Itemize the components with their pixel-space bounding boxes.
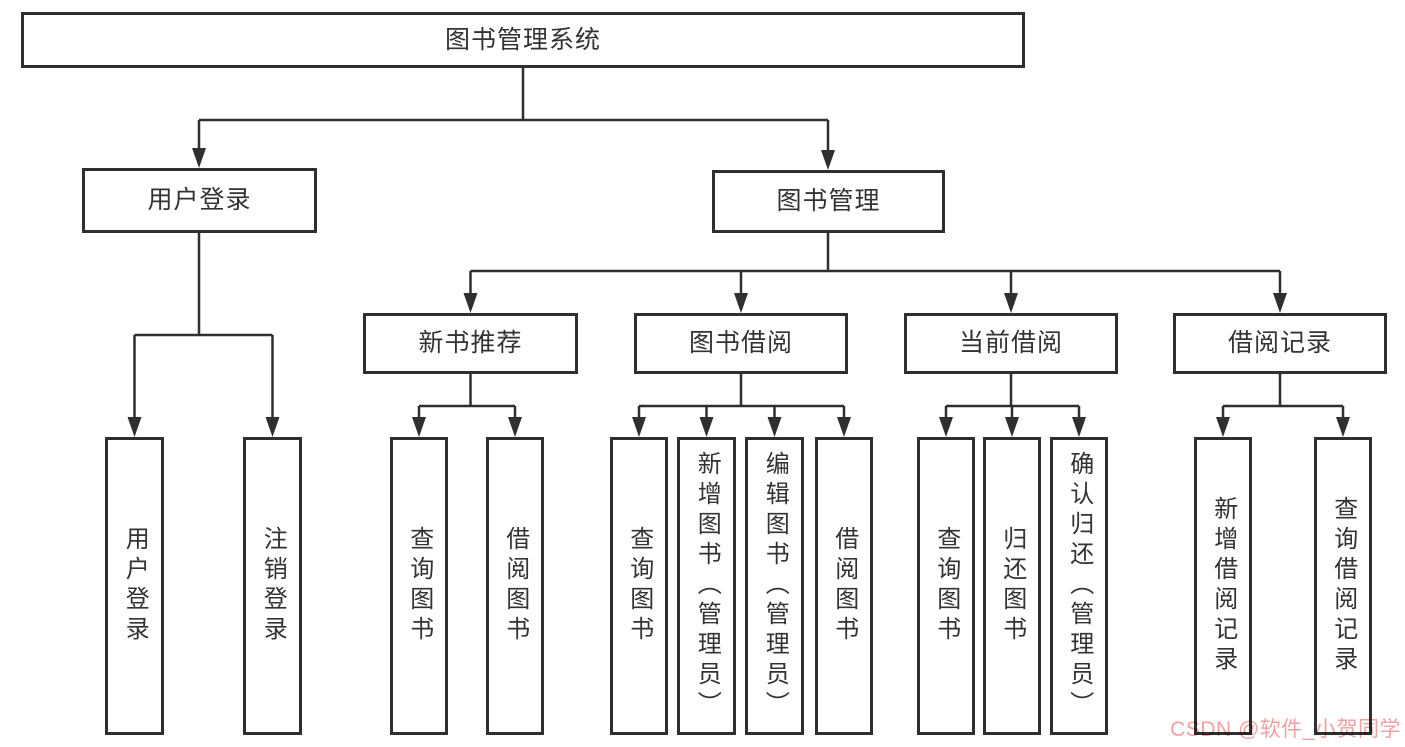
leaf-query-books-recommend: 查询图书 — [390, 437, 448, 735]
node-current-borrowing: 当前借阅 — [904, 313, 1118, 374]
node-book-management: 图书管理 — [712, 170, 945, 233]
csdn-watermark: CSDN @软件_小贺同学 — [1170, 718, 1401, 741]
leaf-edit-book-admin: 编辑图书（管理员） — [745, 437, 804, 735]
node-book-borrowing: 图书借阅 — [634, 313, 848, 374]
leaf-add-borrow-record: 新增借阅记录 — [1194, 437, 1252, 735]
leaf-query-books-current: 查询图书 — [917, 437, 975, 735]
leaf-borrow-books: 借阅图书 — [815, 437, 873, 735]
leaf-user-login: 用户登录 — [105, 437, 164, 735]
node-library-management-system: 图书管理系统 — [21, 12, 1025, 68]
leaf-logout: 注销登录 — [243, 437, 302, 735]
node-borrowing-records: 借阅记录 — [1173, 313, 1387, 374]
leaf-return-books: 归还图书 — [983, 437, 1041, 735]
arrowhead-icons — [127, 148, 1350, 437]
leaf-query-borrow-record: 查询借阅记录 — [1314, 437, 1372, 735]
leaf-borrow-books-recommend: 借阅图书 — [486, 437, 544, 735]
node-new-book-recommend: 新书推荐 — [363, 313, 578, 374]
leaf-add-book-admin: 新增图书（管理员） — [677, 437, 736, 735]
node-user-login: 用户登录 — [82, 168, 317, 233]
leaf-confirm-return-admin: 确认归还（管理员） — [1050, 437, 1108, 735]
leaf-query-books-borrowing: 查询图书 — [610, 437, 668, 735]
